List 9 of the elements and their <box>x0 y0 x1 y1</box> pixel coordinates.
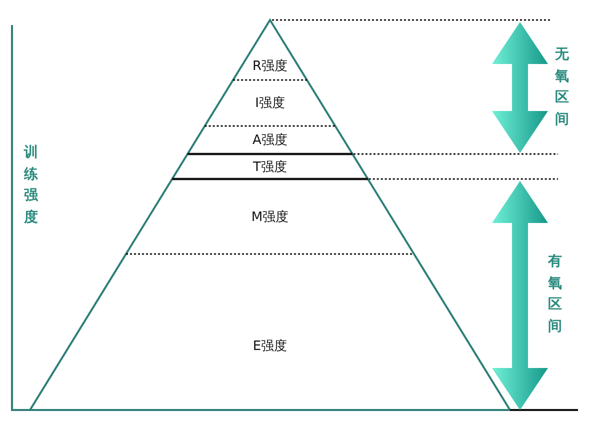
layer-label: R强度 <box>252 58 288 75</box>
layer-label: I强度 <box>255 95 285 112</box>
axis-label: 训练强度 <box>24 144 38 228</box>
layer-label: T强度 <box>253 159 287 176</box>
range-label: 有氧区间 <box>548 252 562 337</box>
layer-label: E强度 <box>252 338 288 355</box>
layer-label: M强度 <box>251 209 289 226</box>
range-label: 无氧区间 <box>555 46 569 130</box>
layer-label: A强度 <box>252 132 288 149</box>
